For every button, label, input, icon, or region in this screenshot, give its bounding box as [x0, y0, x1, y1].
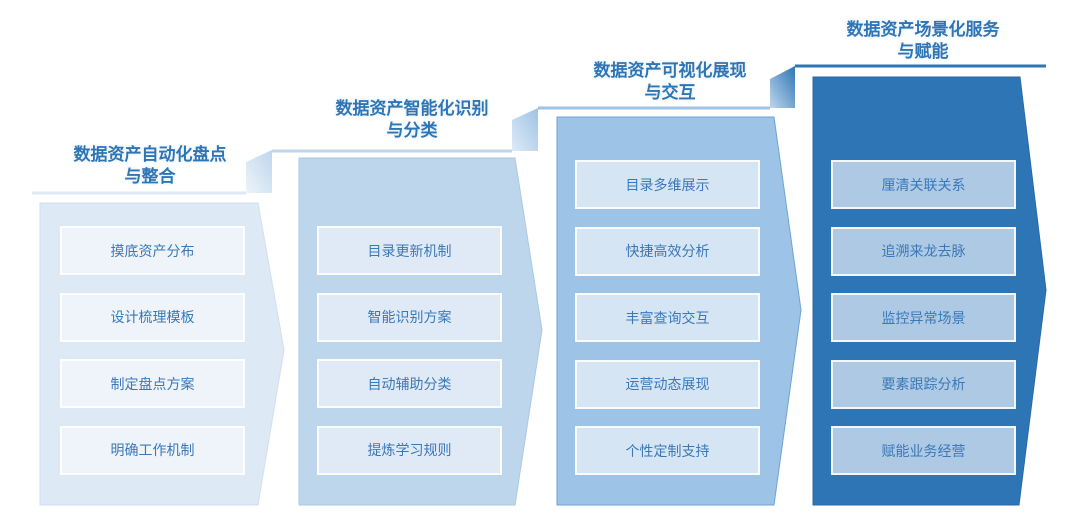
stage-1-item: 摸底资产分布 [60, 226, 245, 275]
step-3-4 [770, 66, 795, 108]
stage-2-item: 提炼学习规则 [317, 425, 502, 475]
step-2-3 [512, 108, 538, 151]
stage-3-item: 运营动态展现 [575, 359, 760, 409]
stage-4-item: 赋能业务经营 [831, 426, 1016, 475]
stage-3-title: 数据资产可视化展现与交互 [593, 61, 747, 103]
step-1-2 [246, 150, 272, 193]
stage-3-item: 快捷高效分析 [575, 226, 760, 276]
stage-1-title: 数据资产自动化盘点与整合 [73, 145, 227, 187]
stage-2-item: 自动辅助分类 [317, 359, 502, 408]
stage-3-item: 个性定制支持 [575, 426, 760, 475]
stage-4-item: 要素跟踪分析 [831, 359, 1016, 409]
stage-2-item: 智能识别方案 [317, 292, 502, 342]
stage-4-item: 追溯来龙去脉 [831, 226, 1016, 276]
stage-4-item: 厘清关联关系 [831, 160, 1016, 209]
stage-4-item: 监控异常场景 [831, 293, 1016, 342]
stage-2-title: 数据资产智能化识别与分类 [335, 99, 489, 141]
stage-4-title: 数据资产场景化服务与赋能 [846, 20, 1000, 62]
stage-1-item: 制定盘点方案 [60, 359, 245, 408]
stage-3-item: 丰富查询交互 [575, 293, 760, 342]
stage-2-item: 目录更新机制 [317, 226, 502, 275]
stage-3-item: 目录多维展示 [575, 160, 760, 209]
stage-1-item: 明确工作机制 [60, 425, 245, 475]
stage-1-item: 设计梳理模板 [60, 292, 245, 342]
